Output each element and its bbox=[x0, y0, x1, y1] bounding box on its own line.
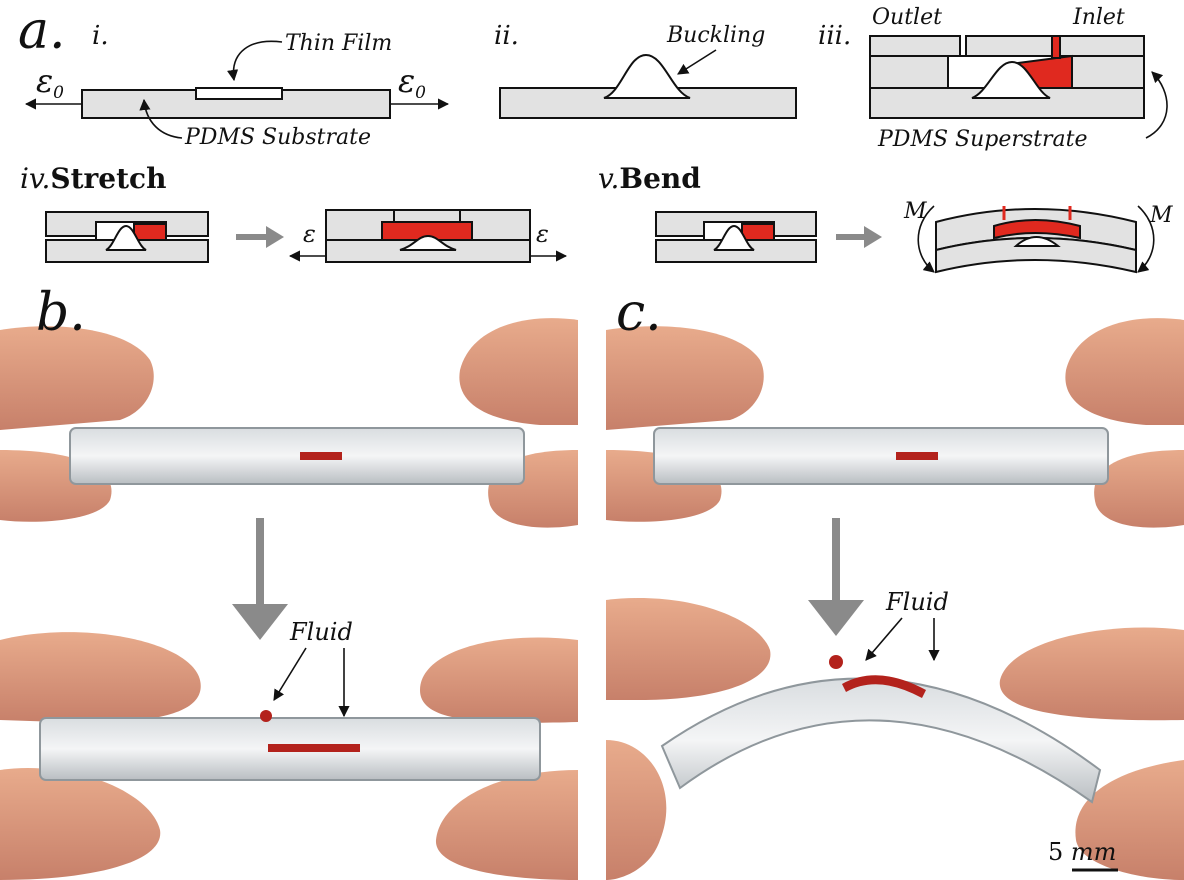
substrate-arrow bbox=[139, 98, 183, 139]
pdms-superstrate-label: PDMS Superstrate bbox=[877, 127, 1088, 152]
c-device-bent bbox=[660, 677, 1102, 804]
buckling-label: Buckling bbox=[666, 23, 765, 48]
scale-bar-value: 5 mm bbox=[1048, 838, 1116, 866]
b-down-arrowhead bbox=[232, 604, 288, 640]
c-thumb-bottom-right bbox=[1075, 760, 1184, 880]
finger-top-right bbox=[459, 318, 578, 425]
c-finger-top-right bbox=[1065, 318, 1184, 425]
strain-left-symbol: ε0 bbox=[36, 62, 64, 103]
panel-b-letter: b. bbox=[36, 283, 86, 343]
c-finger-bottom-right bbox=[999, 627, 1184, 721]
superstrate-arrow bbox=[1145, 71, 1168, 139]
superstrate-left-lower bbox=[869, 55, 949, 89]
v-transition-arrowhead bbox=[864, 226, 882, 248]
step-iii-diagram: iii. Outlet Inlet PDMS Superstrate bbox=[818, 5, 1168, 152]
inlet-channel bbox=[1051, 35, 1061, 59]
v-before-buckle bbox=[713, 224, 755, 251]
v-moment-left-label: M bbox=[903, 199, 927, 224]
b-fluid-arrow-left bbox=[273, 647, 307, 701]
c-device-top bbox=[653, 427, 1109, 485]
c-down-arrowhead bbox=[808, 600, 864, 636]
fluid-droplet-b bbox=[260, 710, 272, 722]
step-v-diagram: v.Bend M M bbox=[598, 162, 1173, 274]
panel-b-fluid-label: Fluid bbox=[289, 618, 353, 646]
panel-a-letter: a. bbox=[18, 1, 66, 61]
v-moment-left-arrow bbox=[917, 205, 935, 273]
iv-transition-arrowhead bbox=[266, 226, 284, 248]
superstrate-right-lower bbox=[1071, 55, 1145, 89]
panel-c-fluid-label: Fluid bbox=[885, 588, 949, 616]
c-thumb-top-right bbox=[1094, 450, 1184, 528]
iv-strain-right-label: ε bbox=[536, 220, 549, 248]
step-ii-numeral: ii. bbox=[494, 21, 519, 51]
outlet-label: Outlet bbox=[872, 5, 942, 30]
v-moment-right-label: M bbox=[1149, 203, 1173, 228]
scale-bar: 5 mm bbox=[1048, 838, 1118, 872]
buckle-iii bbox=[971, 60, 1051, 99]
device-top bbox=[69, 427, 525, 485]
thumb-bottom-left bbox=[0, 768, 161, 880]
step-iv-heading: iv.Stretch bbox=[20, 162, 166, 195]
device-bottom-fluid bbox=[268, 744, 360, 752]
iv-after-buckle bbox=[399, 234, 457, 251]
panel-b-photo bbox=[0, 300, 578, 880]
step-i-diagram: i. Thin Film PDMS Substrate ε0 ε0 bbox=[24, 21, 450, 150]
device-top-fluid bbox=[300, 452, 342, 460]
panel-c-letter: c. bbox=[616, 283, 662, 343]
c-thumb-bottom-left bbox=[606, 740, 667, 880]
thumb-bottom-right bbox=[435, 770, 578, 880]
v-moment-right-arrow bbox=[1137, 205, 1155, 273]
c-fluid-arrow-left bbox=[865, 617, 903, 661]
thin-film-label: Thin Film bbox=[285, 31, 392, 56]
v-after-buckle bbox=[1013, 236, 1061, 247]
c-finger-top-left bbox=[606, 326, 764, 430]
step-v-heading: v.Bend bbox=[598, 162, 701, 195]
strain-right-symbol: ε0 bbox=[398, 62, 426, 103]
c-device-top-fluid bbox=[896, 452, 938, 460]
inlet-label: Inlet bbox=[1072, 5, 1125, 30]
finger-bottom-right bbox=[420, 637, 578, 723]
thin-film-block bbox=[195, 87, 283, 100]
v-after-bottom bbox=[935, 237, 1137, 274]
v-after-fluid bbox=[993, 219, 1081, 240]
pdms-substrate-label: PDMS Substrate bbox=[184, 125, 371, 150]
step-iv-diagram: iv.Stretch ε ε bbox=[20, 162, 568, 263]
step-ii-diagram: ii. Buckling bbox=[494, 21, 797, 119]
iv-before-buckle bbox=[105, 224, 147, 251]
iv-strain-left-label: ε bbox=[303, 220, 316, 248]
step-i-numeral: i. bbox=[92, 21, 109, 51]
step-iii-numeral: iii. bbox=[818, 21, 851, 51]
buckling-arrow bbox=[677, 49, 717, 75]
finger-bottom-left bbox=[0, 632, 201, 723]
c-device-bent-fluid bbox=[842, 675, 926, 698]
panel-gap bbox=[578, 300, 606, 880]
panel-c-photo bbox=[606, 300, 1184, 880]
c-finger-bottom-left bbox=[606, 598, 771, 700]
fluid-droplet-c bbox=[829, 655, 843, 669]
thin-film-arrow bbox=[227, 40, 283, 82]
buckle-shape bbox=[603, 53, 691, 99]
finger-top-left bbox=[0, 326, 154, 430]
